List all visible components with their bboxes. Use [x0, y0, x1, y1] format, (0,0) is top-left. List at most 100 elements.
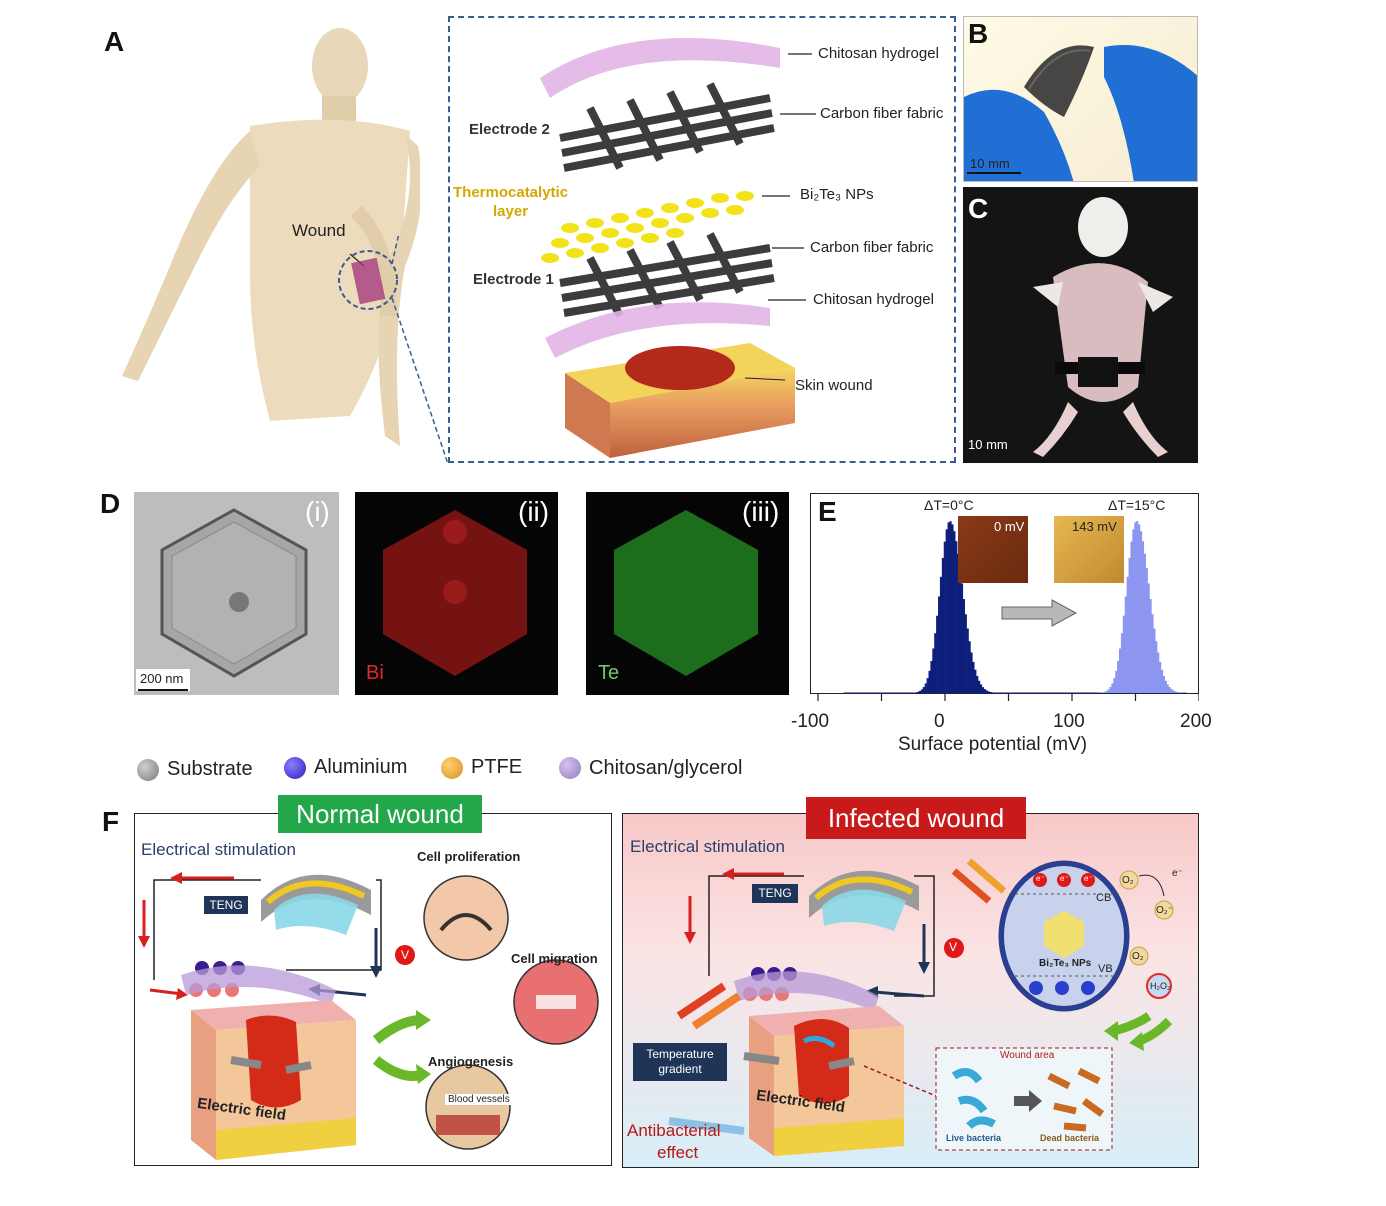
- panel-letter-a: A: [104, 26, 125, 57]
- panel-letter-f: F: [102, 806, 120, 837]
- histogram-bin: [924, 683, 927, 693]
- histogram-bin: [1130, 541, 1133, 693]
- histogram-bin: [1105, 690, 1108, 693]
- histogram-bin: [1172, 690, 1175, 693]
- histogram-bin: [949, 521, 952, 693]
- xtick-100: 100: [1053, 711, 1085, 732]
- o2-label-2: O₂⁻: [1156, 905, 1173, 916]
- label-chitosan-top: Chitosan hydrogel: [818, 45, 939, 62]
- histogram-bin: [978, 680, 981, 693]
- antibacterial-line2: effect: [657, 1143, 699, 1162]
- device-layer-box: [448, 16, 956, 463]
- histogram-bin: [1138, 524, 1141, 693]
- histogram-bin: [1157, 652, 1160, 693]
- histogram-bin: [915, 692, 918, 693]
- label-bi2te3-np: Bi₂Te₃ NPs: [800, 186, 874, 203]
- wound-label: Wound: [292, 221, 346, 240]
- histogram-series-0: [898, 521, 1002, 693]
- histogram-bin: [920, 689, 924, 693]
- scale-d-bg: [136, 669, 190, 691]
- angiogenesis-label: Angiogenesis: [428, 1054, 514, 1069]
- histogram-bin: [930, 661, 933, 693]
- histogram-bin: [938, 596, 941, 693]
- scale-b-bar: [967, 172, 1021, 174]
- histogram-bin: [1174, 691, 1177, 693]
- histogram-bin: [972, 661, 975, 693]
- normal-v-label: V: [401, 948, 410, 962]
- shift-arrow-icon: [1001, 599, 1078, 627]
- histogram-bin: [991, 692, 994, 693]
- legend-chitosan-swatch: [559, 757, 581, 779]
- histogram-bin: [964, 614, 967, 693]
- label-carbon-bottom: Carbon fiber fabric: [810, 239, 934, 256]
- electron-1: e⁻: [1036, 874, 1045, 883]
- label-thermocatalytic-1: Thermocatalytic: [453, 184, 569, 201]
- label-te: Te: [598, 662, 620, 684]
- histogram-bin: [981, 687, 985, 693]
- live-bacteria-label: Live bacteria: [946, 1133, 1002, 1143]
- histogram-bin: [958, 568, 962, 693]
- human-body-illustration: [122, 28, 420, 446]
- legend-substrate-swatch: [137, 759, 159, 781]
- histogram-bin: [955, 541, 958, 693]
- panel-letter-c: C: [968, 193, 989, 224]
- label-dt0: ΔT=0°C: [924, 497, 974, 513]
- panel-letter-e: E: [818, 496, 837, 527]
- scale-d-label: 200 nm: [140, 671, 184, 686]
- legend-aluminium: Aluminium: [314, 756, 408, 778]
- histogram-bin: [1158, 661, 1162, 693]
- histogram-series-1: [1084, 521, 1188, 693]
- histogram-bin: [1103, 691, 1106, 693]
- label-chitosan-bottom: Chitosan hydrogel: [813, 291, 934, 308]
- photo-c-rat: [963, 187, 1198, 463]
- band-vb-label: VB: [1098, 963, 1113, 975]
- h2o2-label: H₂O₂: [1150, 981, 1171, 991]
- panel-letter-d: D: [100, 488, 121, 519]
- temp-gradient-line2: gradient: [658, 1062, 702, 1076]
- histogram-bin: [918, 690, 922, 693]
- histogram-bin: [985, 690, 988, 693]
- histogram-bin: [983, 689, 986, 693]
- histogram-bin: [1101, 692, 1105, 693]
- normal-elec-stim: Electrical stimulation: [141, 840, 296, 859]
- histogram-bin: [968, 641, 971, 693]
- histogram-bin: [1143, 553, 1146, 693]
- scale-b-label: 10 mm: [970, 156, 1010, 171]
- label-bi: Bi: [366, 662, 384, 684]
- eds-map-te: [586, 492, 789, 695]
- histogram-bin: [979, 684, 983, 693]
- histogram-bin: [1113, 678, 1116, 693]
- scale-c-label: 10 mm: [968, 437, 1008, 452]
- histogram-bin: [1166, 684, 1169, 693]
- normal-teng-label: TENG: [204, 896, 248, 914]
- sub-label-ii: (ii): [518, 496, 550, 527]
- histogram-bin: [989, 691, 992, 693]
- histogram-bin: [917, 691, 920, 693]
- histogram-bin: [1115, 670, 1118, 693]
- kpfm-inset-left: [958, 516, 1028, 583]
- band-cb-label: CB: [1096, 892, 1112, 904]
- histogram-bin: [953, 531, 956, 693]
- histogram-bin: [1120, 633, 1124, 693]
- histogram-bin: [1160, 669, 1164, 693]
- x-axis-label: Surface potential (mV): [898, 734, 1088, 755]
- electron-2: e⁻: [1060, 874, 1069, 883]
- histogram-bin: [926, 678, 929, 693]
- histogram-bin: [1164, 680, 1167, 693]
- histogram-bin: [1176, 691, 1179, 693]
- histogram-bin: [1134, 522, 1137, 693]
- histogram-bin: [1107, 689, 1110, 693]
- histogram-bin: [932, 648, 935, 693]
- label-electrode-1: Electrode 1: [473, 271, 554, 288]
- cell-proliferation-label: Cell proliferation: [417, 849, 521, 864]
- histogram-bin: [1118, 648, 1122, 693]
- electron-transfer-label: e⁻: [1172, 868, 1183, 879]
- normal-wound-illustration: [138, 872, 599, 1160]
- kpfm-inset-right: [1054, 516, 1124, 583]
- histogram-bin: [1168, 687, 1171, 693]
- histogram-bin: [1153, 628, 1156, 693]
- histogram-bin: [1145, 568, 1148, 693]
- normal-wound-title: Normal wound: [278, 795, 482, 833]
- histogram-bin: [1128, 557, 1131, 693]
- kpfm-histogram: [817, 521, 1199, 701]
